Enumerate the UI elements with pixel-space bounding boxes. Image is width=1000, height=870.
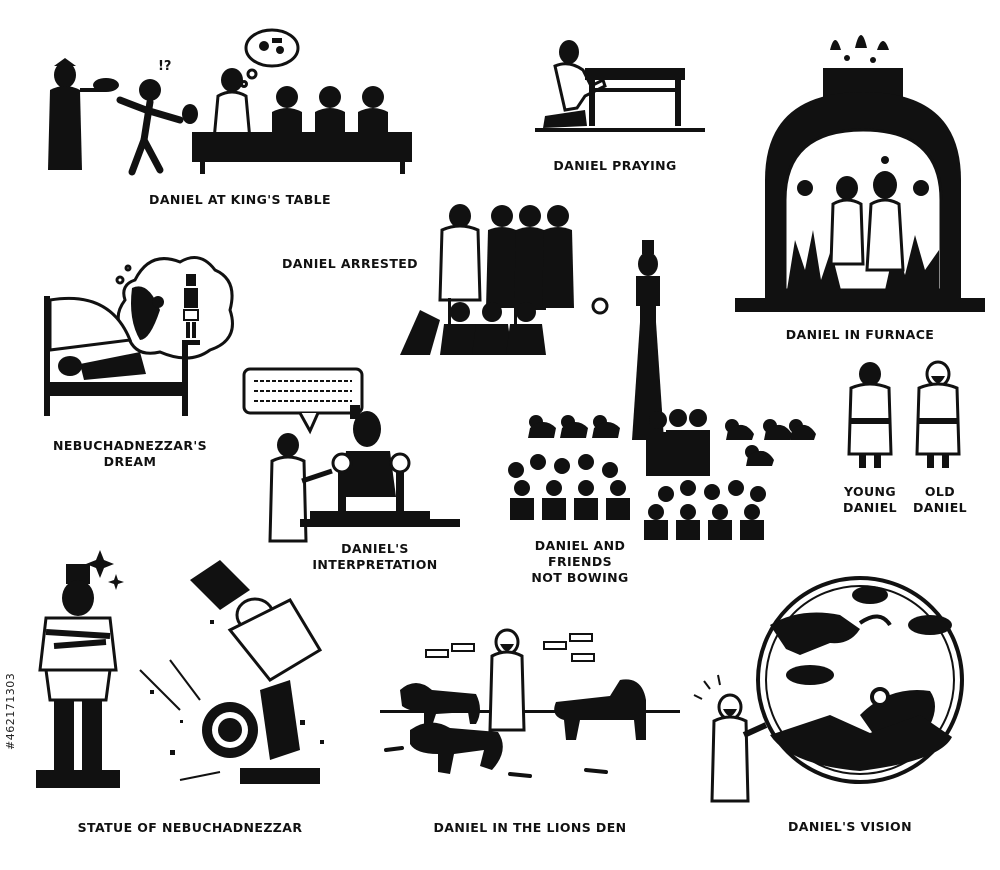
scene-lions-den: DANIEL IN THE LIONS DEN [380, 620, 680, 840]
banquet-table [192, 132, 412, 162]
scene-statue: STATUE OF NEBUCHADNEZZAR [30, 540, 350, 840]
bowing-people-left [528, 415, 620, 438]
caption-vision: DANIEL'S VISION [788, 819, 912, 834]
rubble-debris [139, 620, 324, 781]
young-old-daniel-illustration [847, 360, 961, 468]
caption-old-line1: OLD [924, 484, 956, 499]
scene-dream: NEBUCHADNEZZAR'S DREAM [40, 240, 240, 480]
goat-icon [770, 612, 892, 655]
sparkle-icons [86, 550, 124, 590]
crowd-right [644, 480, 766, 540]
scene-not-bowing: DANIEL AND FRIENDS NOT BOWING [500, 240, 820, 590]
caption-lions-den: DANIEL IN THE LIONS DEN [433, 820, 627, 835]
chimney-flames [830, 35, 889, 63]
dream-illustration [44, 256, 234, 416]
lions-den-daniel [488, 628, 526, 732]
caption-interpretation: DANIEL'S INTERPRETATION [300, 541, 450, 573]
food-thought-bubble [240, 28, 300, 88]
floor-line [535, 128, 705, 132]
guest-figures [272, 86, 388, 134]
scene-arrested: DANIEL ARRESTED [280, 200, 580, 360]
shocked-figure [116, 79, 184, 176]
bowing-people-right [725, 419, 816, 466]
falling-statue [190, 560, 323, 784]
crowd-left [508, 454, 630, 520]
statue-illustration [36, 550, 324, 788]
scattered-bones [384, 746, 608, 778]
lion-icons [400, 679, 646, 774]
caption-young-daniel: YOUNG DANIEL [835, 484, 905, 516]
caption-kings-table: DANIEL AT KING'S TABLE [149, 192, 331, 207]
lions-den-illustration [380, 628, 680, 778]
caption-dream-line1: NEBUCHADNEZZAR'S [52, 438, 208, 453]
young-daniel-figure [847, 362, 893, 468]
standing-statue [36, 564, 120, 788]
scene-kings-table: !? DANIEL AT KING'S TABLE [40, 28, 420, 207]
interpreting-daniel [268, 433, 333, 543]
vision-illustration [693, 576, 964, 803]
caption-not-bowing-line1: DANIEL AND [534, 538, 626, 553]
arrested-daniel [438, 204, 482, 302]
servant-figure [48, 58, 119, 170]
praying-illustration [535, 40, 705, 132]
caption-not-bowing-line3: NOT BOWING [531, 570, 629, 585]
exclaim-text: !? [158, 59, 171, 74]
caption-interpretation-line2: INTERPRETATION [312, 557, 438, 572]
caption-not-bowing: DANIEL AND FRIENDS NOT BOWING [500, 538, 660, 586]
caption-statue: STATUE OF NEBUCHADNEZZAR [77, 820, 303, 835]
scene-praying: DANIEL PRAYING [525, 30, 705, 180]
caption-interpretation-line1: DANIEL'S [341, 541, 409, 556]
golden-statue [632, 240, 664, 440]
furnace-base [735, 298, 985, 312]
old-daniel-figure [915, 360, 961, 468]
caption-furnace: DANIEL IN FURNACE [785, 327, 935, 342]
scene-vision: DANIEL'S VISION [690, 565, 980, 845]
vision-daniel [693, 674, 768, 803]
caption-arrested: DANIEL ARRESTED [282, 256, 418, 271]
caption-dream: NEBUCHADNEZZAR'S DREAM [40, 438, 220, 470]
caption-young-line1: YOUNG [843, 484, 897, 499]
accusers-group [486, 205, 574, 310]
interpretation-illustration [242, 367, 460, 543]
vision-mountains [770, 715, 952, 771]
standing-friends [646, 409, 710, 476]
guards-group [400, 298, 546, 355]
furnace-fire [787, 156, 939, 290]
caption-praying: DANIEL PRAYING [553, 158, 677, 173]
caption-not-bowing-line2: FRIENDS [548, 554, 612, 569]
bench-top [585, 68, 685, 80]
not-bowing-illustration [508, 240, 816, 540]
scene-interpretation: DANIEL'S INTERPRETATION [240, 365, 470, 585]
den-wall-bricks [425, 633, 595, 662]
dream-bed [44, 296, 188, 416]
vision-clouds [786, 586, 952, 685]
caption-old-daniel: OLD DANIEL [905, 484, 975, 516]
arrested-illustration [400, 204, 574, 355]
caption-old-line2: DANIEL [912, 500, 968, 515]
caption-young-line2: DANIEL [842, 500, 898, 515]
furnace-illustration [735, 35, 985, 312]
furnace-figures [829, 171, 905, 272]
daniel-figure [182, 68, 252, 142]
caption-dream-line2: DREAM [103, 454, 157, 469]
den-floor-line [380, 710, 680, 713]
stock-id-watermark: #462171303 [4, 672, 17, 750]
king-on-throne [300, 405, 460, 527]
scene-young-old-daniel: YOUNG DANIEL OLD DANIEL [835, 360, 975, 525]
kings-table-illustration: !? [48, 28, 412, 176]
scene-furnace: DANIEL IN FURNACE [735, 20, 985, 350]
